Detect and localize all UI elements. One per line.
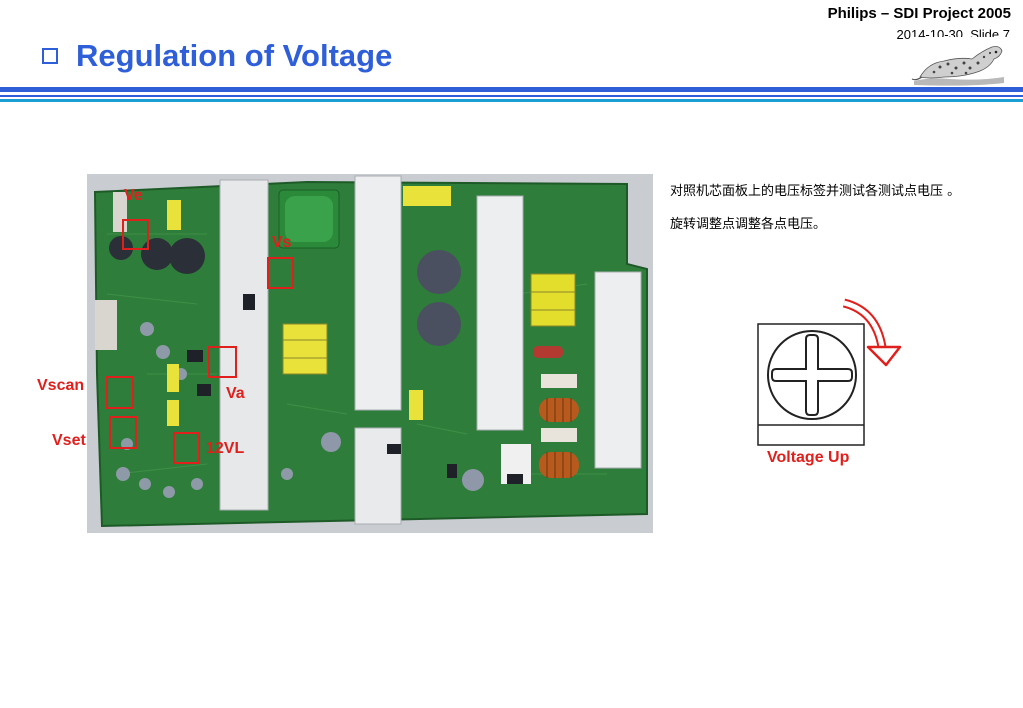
power-board-photo bbox=[87, 174, 653, 533]
label-12vl: 12VL bbox=[206, 440, 245, 457]
header-rule-thick bbox=[0, 87, 1023, 92]
adjustment-knob-diagram bbox=[757, 298, 902, 446]
header-rule-thin bbox=[0, 95, 1023, 97]
slide-title: Regulation of Voltage bbox=[76, 38, 393, 73]
instruction-line-2: 旋转调整点调整各点电压。 bbox=[670, 217, 827, 232]
label-vs: Vs bbox=[272, 234, 292, 251]
marker-12vl bbox=[173, 432, 200, 464]
checkbox-bullet-icon bbox=[42, 48, 58, 64]
voltage-up-caption: Voltage Up bbox=[767, 449, 850, 466]
marker-ve bbox=[122, 219, 149, 250]
label-vset: Vset bbox=[52, 432, 86, 449]
label-ve: Ve bbox=[124, 187, 143, 204]
label-vscan: Vscan bbox=[37, 377, 85, 394]
project-name: Philips – SDI Project 2005 bbox=[827, 5, 1011, 22]
leopard-logo-icon bbox=[910, 37, 1008, 89]
marker-va bbox=[208, 346, 237, 378]
slide-title-row: Regulation of Voltage bbox=[42, 36, 392, 76]
marker-vs bbox=[267, 257, 294, 289]
marker-vscan bbox=[106, 376, 134, 409]
rotate-clockwise-arrow-icon bbox=[842, 298, 902, 367]
header-rule-cyan bbox=[0, 99, 1023, 102]
instruction-line-1: 对照机芯面板上的电压标签并测试各测试点电压 。 bbox=[670, 184, 961, 199]
label-va: Va bbox=[226, 385, 245, 402]
marker-vset bbox=[109, 416, 137, 449]
